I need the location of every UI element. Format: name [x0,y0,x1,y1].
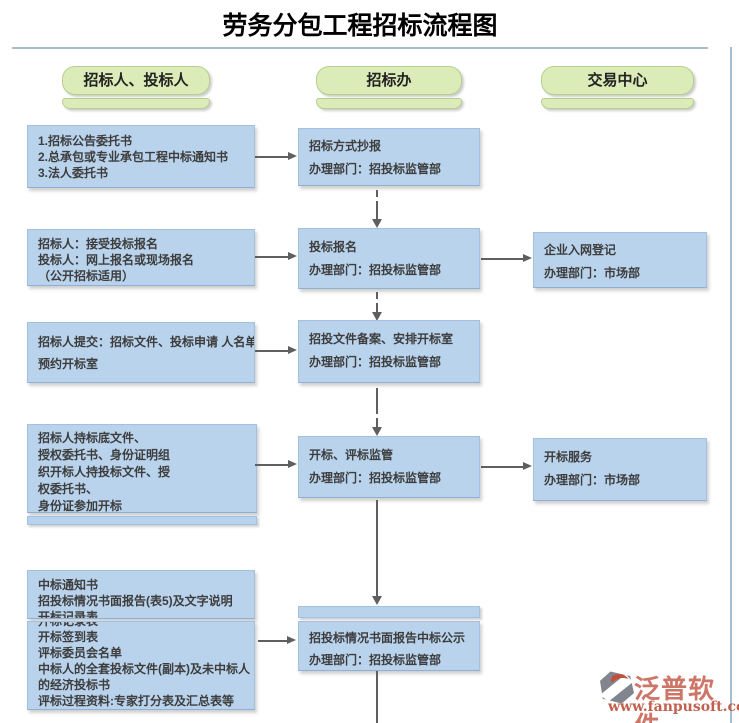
box-text-line: 办理部门：市场部 [544,266,641,280]
fanpu-logo-url: www.fanpusoft.com [608,699,739,715]
flow-box-award-documents-top: 中标通知书 招投标情况书面报告(表5)及文字说明 开标记录表 [27,570,255,619]
box-text-line: 招标方式抄报 [309,139,382,153]
box-text-line: 开标签到表 [38,630,99,644]
box-text-line: 2.总承包或专业承包工程中标通知书 [38,150,229,164]
connector-m2-m3 [376,303,378,313]
box-text-line: 招标人：接受投标报名 [38,237,159,251]
arrow-l3-m3 [255,350,288,352]
lane-header-label: 招标人、投标人 [62,66,210,95]
box-text-line: 身份证参加开标 [38,499,123,513]
box-text-line: 办理部门：招投标监管部 [309,355,442,369]
lane-header-office: 招标办 [316,66,462,109]
box-text-line: 办理部门：招投标监管部 [309,263,442,277]
arrowhead-m2-r2 [523,254,532,262]
lane-header-base [316,98,462,109]
box-text-line: 中标通知书 [38,578,99,592]
arrowhead-m1-m2 [372,219,382,228]
arrowhead-m3-m4 [372,427,382,436]
box-text-line: 企业入网登记 [544,243,617,257]
box-text-line: 招标人提交：招标文件、投标申请 人名单 [38,335,255,349]
arrowhead-l4-m4 [288,460,297,468]
flow-box-award-publicity-cap [298,606,480,618]
box-text-line: 授权委托书、身份证明组 [38,448,171,462]
lane-header-base [62,98,210,109]
connector-m4-m5 [376,500,378,596]
connector-m1-m2 [376,201,378,220]
box-text-line: 开标服务 [544,450,593,464]
connector-m2-m3 [376,292,378,299]
arrow-m2-r2 [481,258,523,260]
fanpu-logo-text: 泛普软件 [634,674,716,723]
box-text-line: 招投标情况书面报告(表5)及文字说明 [38,594,233,608]
flow-box-bid-registration: 投标报名 办理部门：招投标监管部 [298,228,480,289]
box-text-line: 办理部门：市场部 [544,473,641,487]
box-text-line: 中标人的全套投标文件(副本)及未中标人 [38,662,250,676]
connector-m3-m4 [376,418,378,428]
connector-m5-down [376,671,378,723]
lane-header-label: 招标办 [316,66,462,95]
box-text-line: 开标记录表 [38,621,99,628]
box-text-line: 权委托书、 [38,482,99,496]
box-text-line: （公开招标适用） [38,269,135,283]
arrowhead-l2-m2 [288,252,297,260]
arrow-m4-r4 [481,466,523,468]
box-text-line: 织开标人持投标文件、授 [38,465,171,479]
flow-box-award-documents-bottom: 开标记录表 开标签到表 评标委员会名单 中标人的全套投标文件(副本)及未中标人 … [27,621,255,710]
box-text-line: 1.招标公告委托书 [38,134,133,148]
box-text-line: 办理部门：招投标监管部 [309,653,442,667]
flow-box-bid-method-report: 招标方式抄报 办理部门：招投标监管部 [298,128,480,186]
flow-box-opening-attendance: 招标人持标底文件、 授权委托书、身份证明组 织开标人持投标文件、授 权委托书、 … [27,424,257,513]
flow-box-entrust-documents: 1.招标公告委托书 2.总承包或专业承包工程中标通知书 3.法人委托书 [27,125,255,188]
box-text-line: 投标报名 [309,240,358,254]
fanpu-logo-icon [600,671,634,709]
box-text-line: 开标、评标监管 [309,448,394,462]
arrowhead-l1-m1 [288,152,297,160]
box-text-line: 投标人：网上报名或现场报名 [38,253,195,267]
flow-box-opening-attendance-base [27,516,257,525]
arrowhead-l3-m3 [288,346,297,354]
arrowhead-m4-r4 [523,462,532,470]
box-text-line: 招投文件备案、安排开标室 [309,332,454,346]
arrow-l2-m2 [255,256,288,258]
box-text-line: 开标记录表 [38,610,99,619]
arrowhead-m2-m3 [372,312,382,321]
box-text-line: 办理部门：招投标监管部 [309,471,442,485]
box-text-line: 评标委员会名单 [38,646,123,660]
lane-header-center: 交易中心 [541,66,694,109]
lane-header-label: 交易中心 [541,66,694,95]
box-text-line: 预约开标室 [38,357,99,371]
flow-box-network-registration: 企业入网登记 办理部门：市场部 [533,232,707,288]
arrowhead-l5-m5 [287,636,296,644]
page-title: 劳务分包工程招标流程图 [222,11,498,40]
box-text-line: 的经济投标书 [38,678,111,692]
flow-box-document-filing: 招投文件备案、安排开标室 办理部门：招投标监管部 [298,320,480,383]
lane-header-base [541,98,694,109]
box-text-line: 招投标情况书面报告中标公示 [309,631,466,645]
arrowhead-m4-m5 [372,596,382,605]
flow-box-opening-evaluation: 开标、评标监管 办理部门：招投标监管部 [298,436,480,498]
box-text-line: 3.法人委托书 [38,166,109,180]
box-text-line: 招标人持标底文件、 [38,431,147,445]
lane-header-bidders: 招标人、投标人 [62,66,210,109]
arrow-l1-m1 [255,156,288,158]
arrow-l5-m5 [258,640,287,642]
flow-box-opening-service: 开标服务 办理部门：市场部 [533,438,707,501]
title-divider [12,47,708,49]
arrow-l4-m4 [255,464,288,466]
flow-box-submit-bid-documents: 招标人提交：招标文件、投标申请 人名单 预约开标室 [27,322,255,383]
box-text-line: 评标过程资料:专家打分表及汇总表等 [38,694,234,708]
connector-m1-m2 [376,190,378,197]
box-text-line: 办理部门：招投标监管部 [309,162,442,176]
flow-box-registration-channels: 招标人：接受投标报名 投标人：网上报名或现场报名 （公开招标适用） [27,229,255,286]
connector-m3-m4 [376,388,378,414]
page-right-border [730,47,732,723]
flow-box-award-publicity: 招投标情况书面报告中标公示 办理部门：招投标监管部 [298,621,480,671]
